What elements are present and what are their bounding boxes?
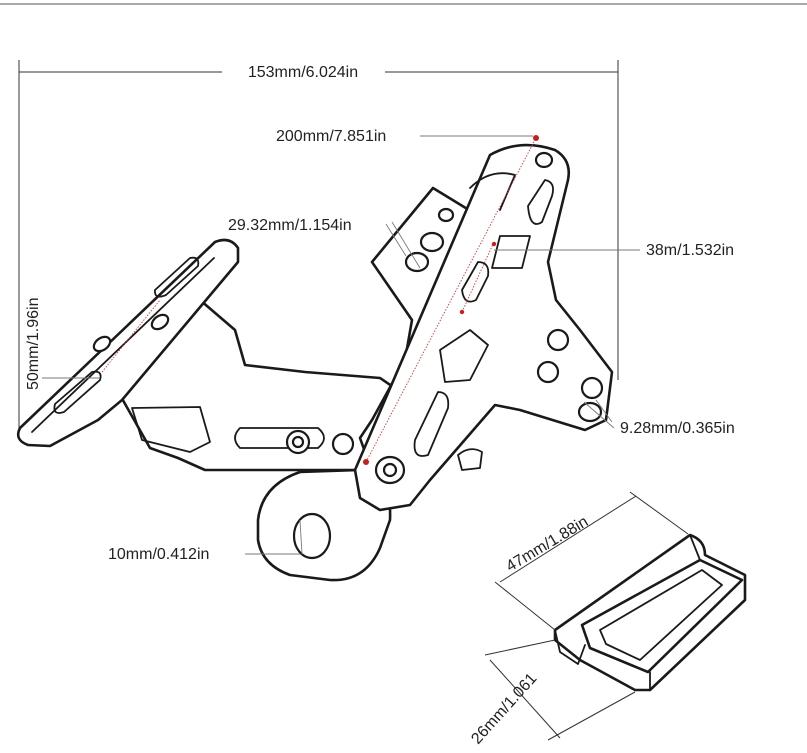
overall-width-label: 153mm/6.024in: [248, 64, 358, 81]
clip-length-label: 47mm/1.88in: [503, 513, 591, 575]
slot-width-label: 29.32mm/1.154in: [228, 217, 352, 234]
hole-diameter-dimension: 9.28mm/0.365in: [583, 399, 735, 437]
plate-bracket: [16, 238, 407, 472]
clamp-diameter-label: 10mm/0.412in: [108, 546, 209, 563]
diagonal-dimension: 200mm/7.851in: [276, 128, 539, 465]
upright-arm: [353, 143, 614, 512]
width-dimension: 153mm/6.024in: [18, 60, 619, 440]
clamp-diameter-dimension: 10mm/0.412in: [108, 519, 303, 563]
clip-part: [553, 533, 747, 692]
hole-diameter-label: 9.28mm/0.365in: [620, 420, 735, 437]
plate-height-dimension: 50mm/1.96in: [25, 298, 161, 391]
slot-length-dimension: 38m/1.532in: [459, 241, 734, 315]
plate-height-label: 50mm/1.96in: [25, 298, 42, 391]
slot-length-label: 38m/1.532in: [646, 242, 734, 259]
slot-width-dimension: 29.32mm/1.154in: [228, 217, 421, 269]
clip-width-label: 26mm/1.061: [468, 670, 540, 748]
diagonal-length-label: 200mm/7.851in: [276, 128, 386, 145]
lower-clamp: [256, 468, 392, 582]
